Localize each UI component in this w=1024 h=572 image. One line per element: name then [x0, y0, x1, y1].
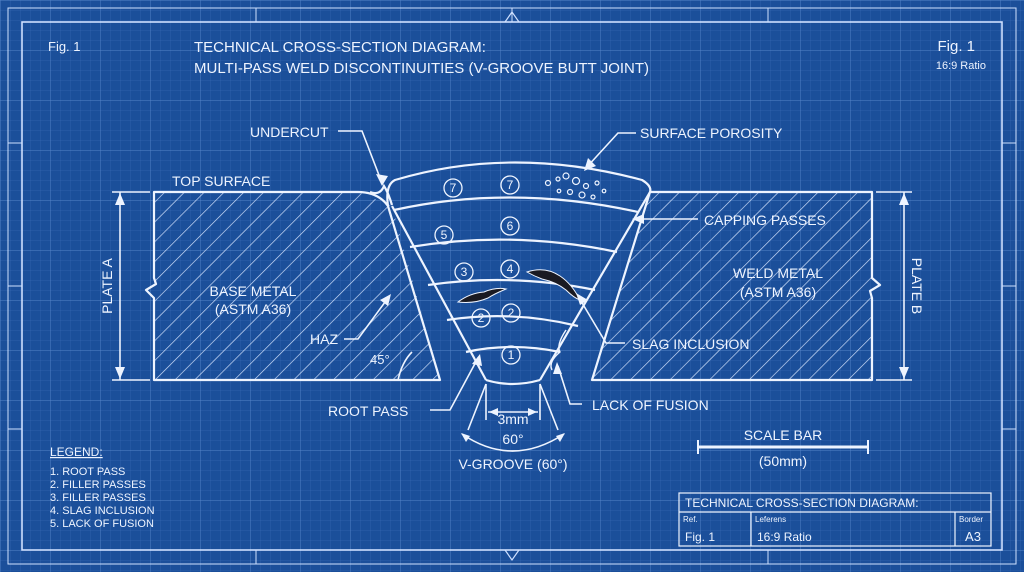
- base-metal-label: BASE METAL: [210, 283, 297, 299]
- pass-boundary-1: [393, 196, 639, 214]
- fig-label-left: Fig. 1: [48, 39, 81, 54]
- undercut-notch: [369, 183, 394, 206]
- title-line-2: MULTI-PASS WELD DISCONTINUITIES (V-GROOV…: [194, 60, 649, 77]
- title-block-ref-value: Fig. 1: [685, 530, 715, 544]
- fig-label-right: Fig. 1: [937, 38, 975, 55]
- pass-boundary-5: [465, 345, 561, 354]
- porosity-leader: [585, 132, 636, 169]
- slag-inclusion-label: SLAG INCLUSION: [632, 336, 749, 352]
- ratio-label: 16:9 Ratio: [936, 60, 986, 72]
- pass-number: 2: [478, 311, 485, 325]
- title-line-1: TECHNICAL CROSS-SECTION DIAGRAM:: [194, 39, 486, 56]
- title-block-title: TECHNICAL CROSS-SECTION DIAGRAM:: [685, 496, 919, 510]
- pass-circle: [500, 259, 520, 279]
- top-surface-label: TOP SURFACE: [172, 173, 270, 189]
- plate-a-label: PLATE A: [99, 257, 115, 313]
- legend-item: 4. SLAG INCLUSION: [50, 505, 155, 517]
- legend-item: 1. ROOT PASS: [50, 466, 125, 478]
- pass-circle: [501, 303, 521, 323]
- title-block-leferens-value: 16:9 Ratio: [757, 530, 812, 544]
- pass-number: 6: [507, 219, 514, 233]
- lack-of-fusion-line: [550, 329, 567, 371]
- title-block-border-label: Border: [959, 515, 983, 524]
- plate-b-label: PLATE B: [909, 258, 925, 315]
- pass-number: 2: [508, 306, 515, 320]
- pass-circle: [500, 175, 520, 195]
- porosity-cluster: [544, 172, 607, 200]
- plate-b-outline: [590, 190, 882, 382]
- title-block-border-value: A3: [965, 529, 981, 544]
- root-bead: [485, 378, 541, 386]
- pass-number: 1: [508, 348, 515, 362]
- root-pass-leader: [430, 357, 479, 411]
- undercut-label: UNDERCUT: [250, 124, 329, 140]
- groove-ext-left: [467, 383, 487, 431]
- angle-60-label: 60°: [502, 431, 523, 447]
- legend-item: 5. LACK OF FUSION: [50, 518, 154, 530]
- legend-item: 3. FILLER PASSES: [50, 492, 146, 504]
- angle-45-label: 45°: [370, 352, 390, 367]
- pass-number: 5: [441, 228, 448, 242]
- weld-metal-label: WELD METAL: [733, 265, 823, 281]
- weld-cap-profile: [386, 161, 652, 207]
- pass-circle: [454, 262, 474, 282]
- pass-circle: [471, 308, 491, 328]
- haz-label: HAZ: [310, 331, 338, 347]
- arrowheads: [115, 158, 909, 442]
- pass-boundary-3: [427, 278, 596, 292]
- scale-bar-title: SCALE BAR: [744, 427, 823, 443]
- legend-title: LEGEND:: [50, 445, 103, 459]
- v-groove-label: V-GROOVE (60°): [458, 456, 567, 472]
- pass-circle: [434, 225, 454, 245]
- undercut-leader: [338, 130, 383, 184]
- title-block-leferens-label: Leferens: [755, 515, 786, 524]
- weld-zone: [369, 161, 652, 386]
- pass-markers: [434, 175, 521, 365]
- haz-leader: [344, 297, 389, 340]
- root-pass-label: ROOT PASS: [328, 403, 408, 419]
- title-block-ref-label: Ref.: [683, 515, 698, 524]
- surface-porosity-label: SURFACE POROSITY: [640, 125, 783, 141]
- angle-60-arc: [461, 433, 565, 452]
- weld-metal-spec: (ASTM A36): [740, 284, 816, 300]
- slag-leader: [577, 295, 625, 344]
- gap-label: 3mm: [497, 411, 528, 427]
- base-metal-spec: (ASTM A36): [215, 301, 291, 317]
- pass-boundary-2: [409, 238, 618, 254]
- capping-passes-label: CAPPING PASSES: [704, 212, 826, 228]
- pass-circle: [501, 345, 521, 365]
- pass-circle: [443, 178, 463, 198]
- border-frame: [7, 7, 1017, 565]
- groove-ext-right: [539, 383, 559, 431]
- scale-bar: SCALE BAR (50mm): [697, 427, 869, 469]
- slag-inclusion-right: [525, 269, 581, 301]
- pass-number: 3: [461, 265, 468, 279]
- angle-45-arc: [397, 351, 413, 381]
- pass-number: 7: [507, 178, 514, 192]
- legend-item: 2. FILLER PASSES: [50, 479, 146, 491]
- scale-bar-value: (50mm): [759, 453, 807, 469]
- pass-number: 7: [450, 181, 457, 195]
- lack-of-fusion-label: LACK OF FUSION: [592, 397, 709, 413]
- legend: LEGEND: 1. ROOT PASS 2. FILLER PASSES 3.…: [50, 445, 155, 530]
- plate-a-outline: [144, 190, 442, 382]
- title-block: [678, 492, 992, 547]
- slag-inclusion-left: [456, 287, 508, 303]
- lack-of-fusion-leader: [557, 365, 582, 405]
- pass-number: 4: [507, 262, 514, 276]
- pass-circle: [500, 216, 520, 236]
- pass-boundary-4: [446, 315, 579, 328]
